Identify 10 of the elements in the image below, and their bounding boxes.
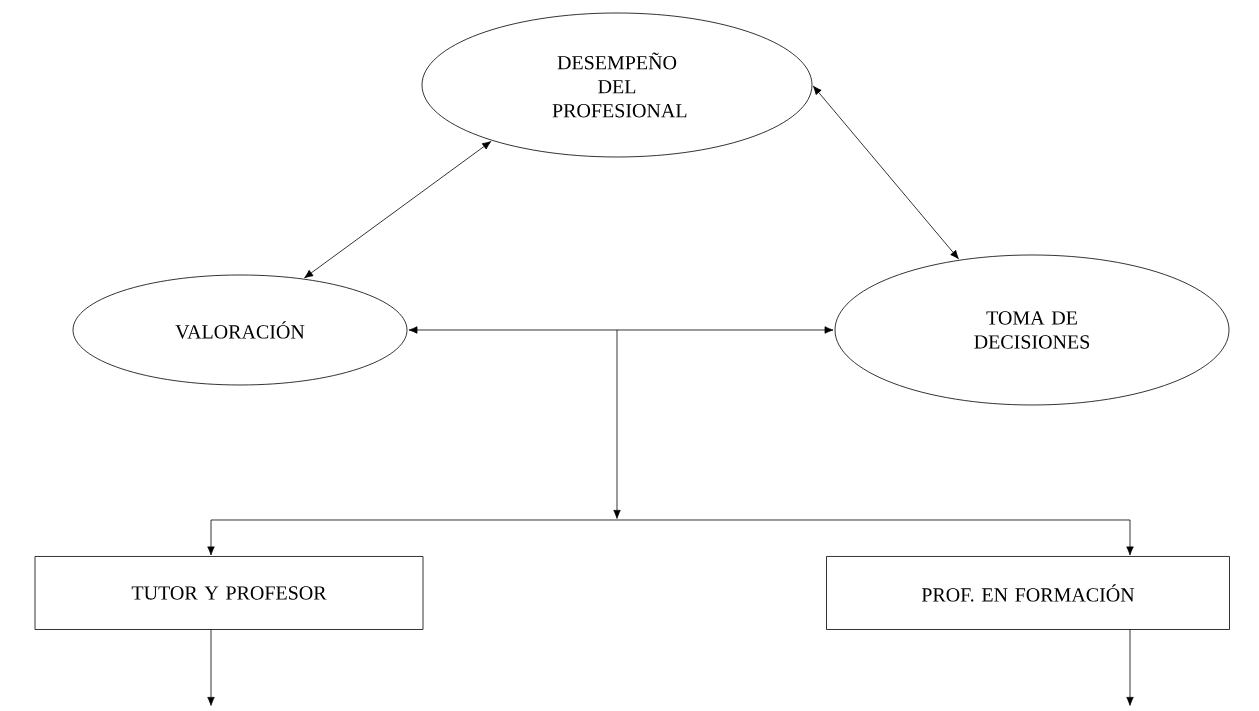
arrow: [304, 141, 492, 279]
arrow: [613, 329, 621, 519]
arrow: [813, 85, 959, 260]
arrow: [207, 519, 618, 556]
arrow: [408, 326, 834, 334]
arrow: [1126, 629, 1134, 706]
role-box: PROF. EN FORMACIÓN: [826, 556, 1230, 630]
role-box: TUTOR Y PROFESOR: [34, 556, 424, 630]
arrow: [207, 629, 215, 706]
arrow: [616, 519, 1134, 556]
